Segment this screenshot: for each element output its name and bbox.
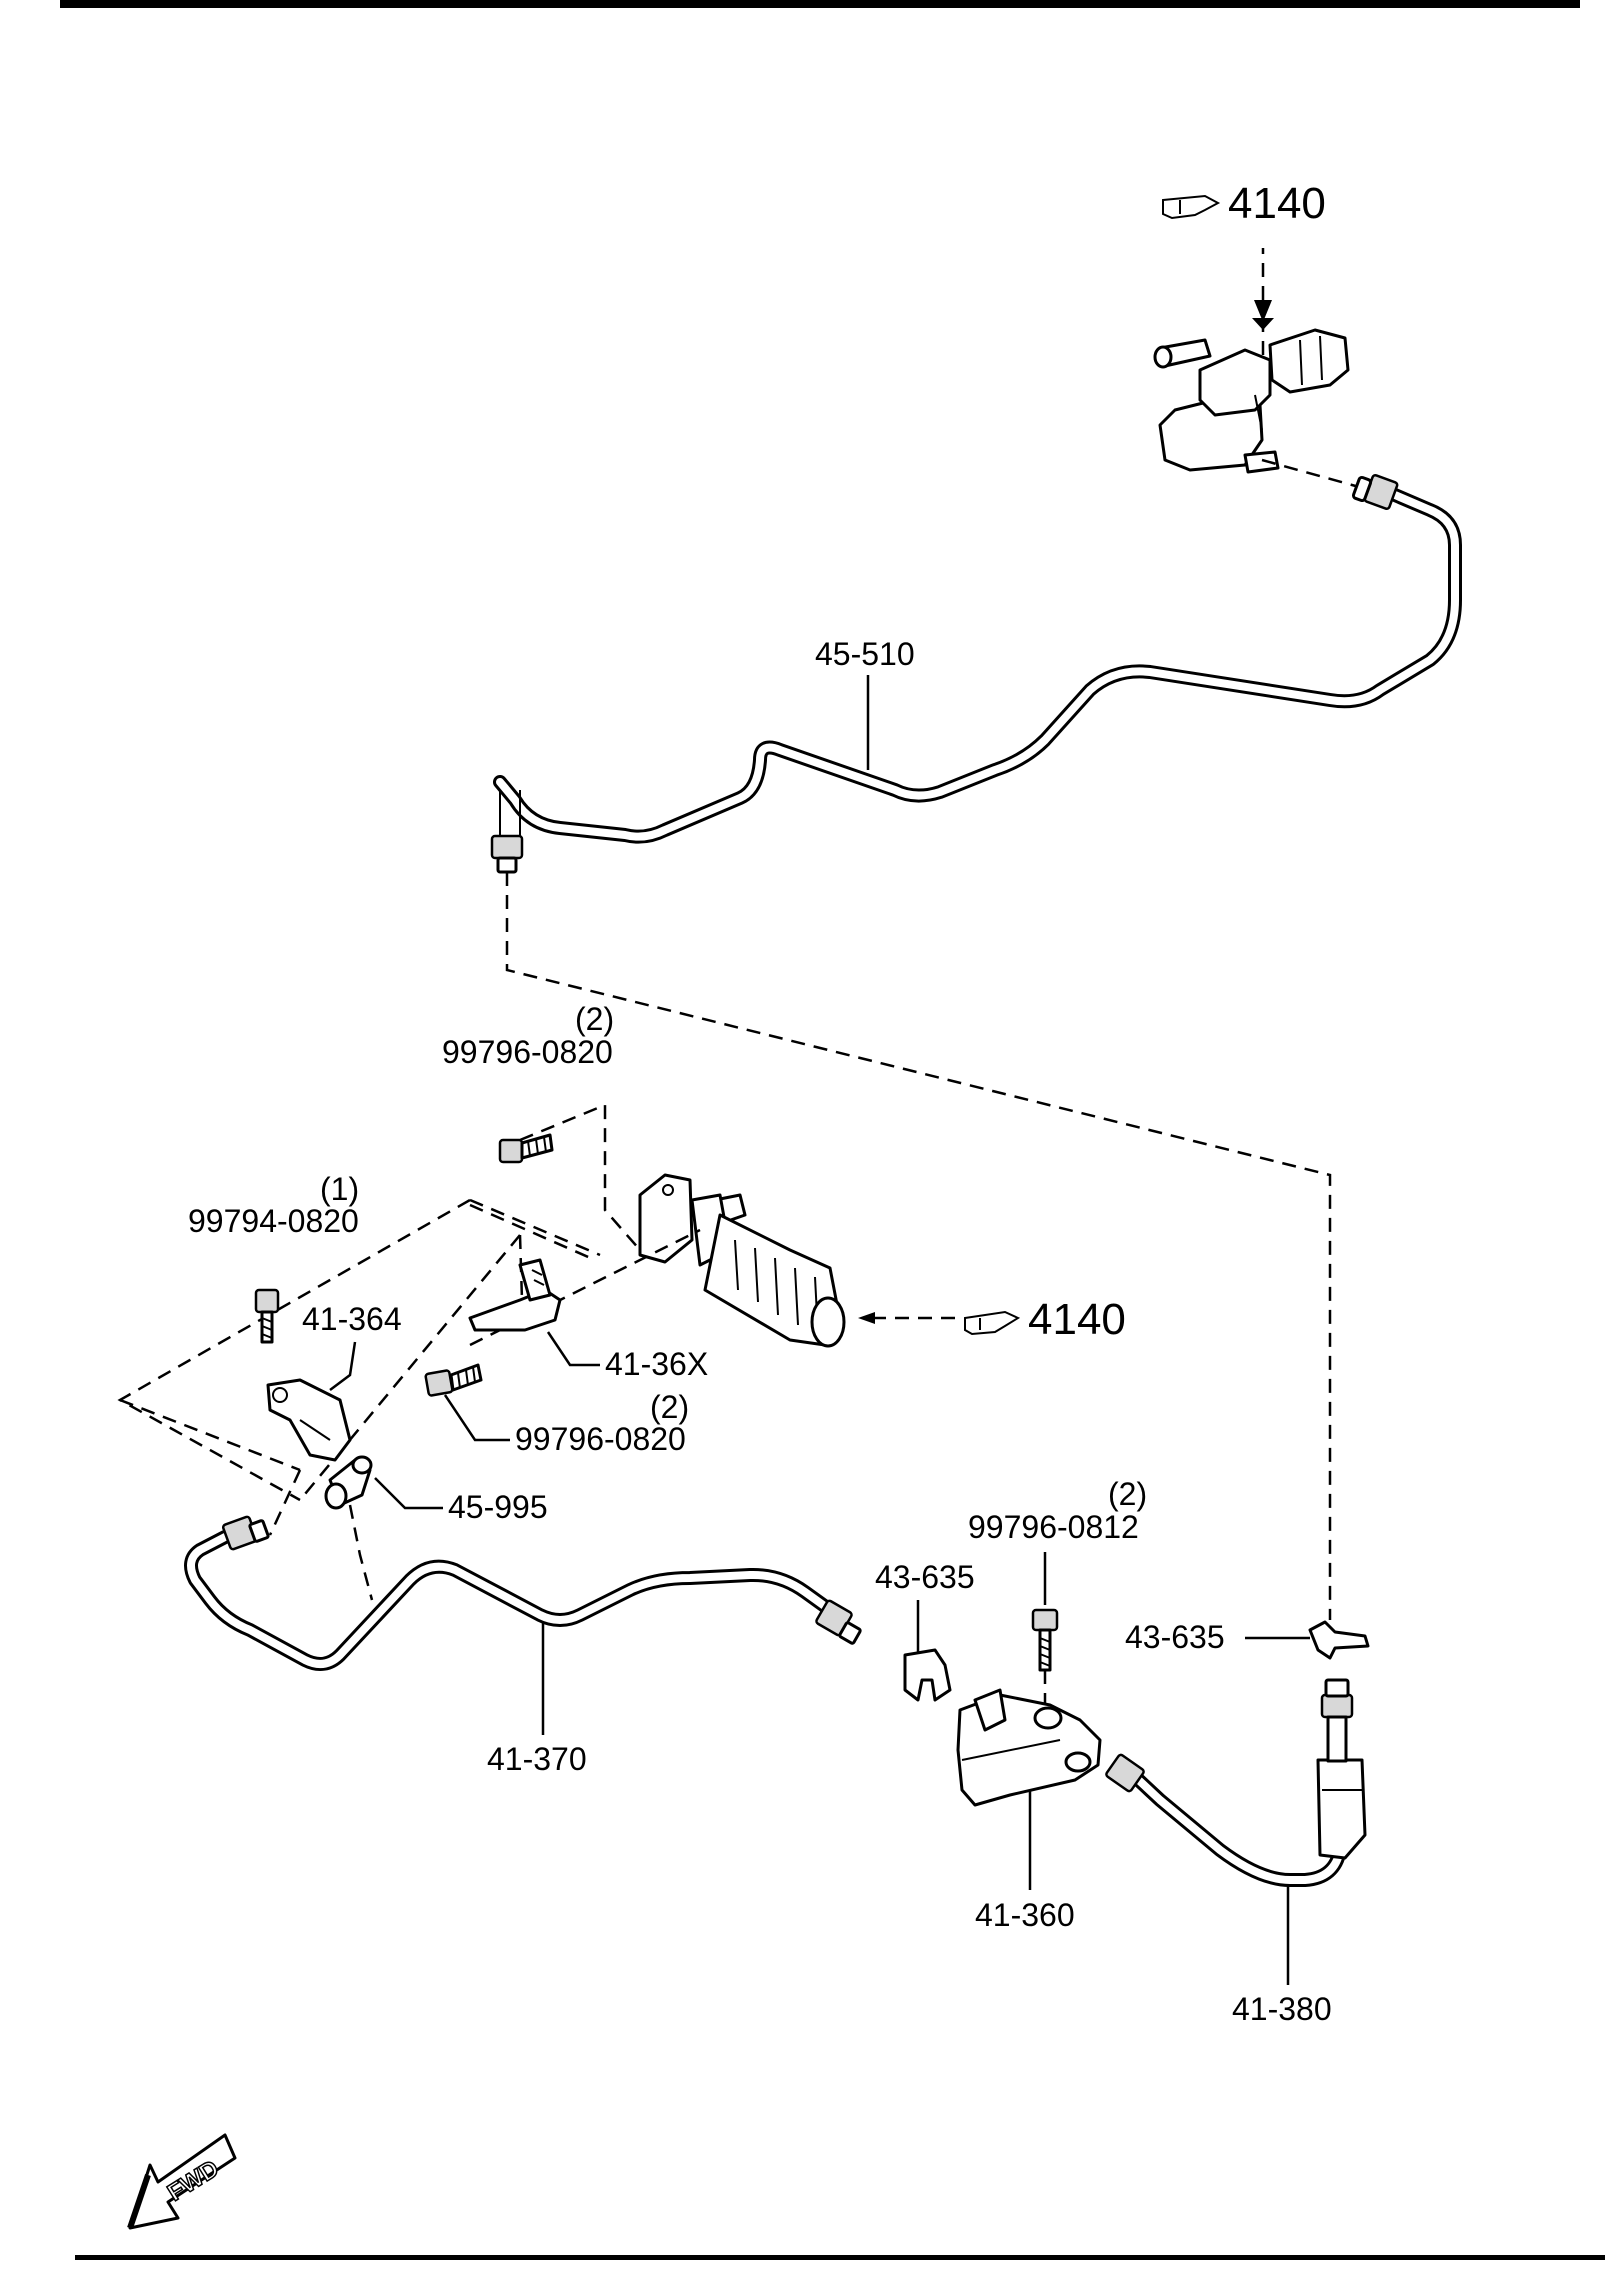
fitting-41-370-left — [221, 1515, 270, 1551]
label-41-36x: 41-36X — [605, 1346, 708, 1382]
label-99796-0812: 99796-0812 — [968, 1509, 1139, 1545]
label-41-370: 41-370 — [487, 1741, 587, 1777]
reference-4140-top: 4140 — [1162, 179, 1326, 228]
label-45-510: 45-510 — [815, 636, 915, 672]
label-43-635-right: 43-635 — [1125, 1619, 1225, 1655]
fitting-41-380-left — [1105, 1753, 1145, 1793]
label-99796-0820-lower: 99796-0820 — [515, 1421, 686, 1457]
clutch-release-cylinder — [638, 1173, 846, 1348]
clip-41-36x — [468, 1258, 562, 1332]
bracket-41-364 — [266, 1378, 352, 1462]
label-41-360: 41-360 — [975, 1897, 1075, 1933]
hose-41-380-rubber — [1316, 1758, 1367, 1860]
label-qty-99796-0812: (2) — [1108, 1476, 1147, 1512]
pointing-hand-icon-right — [964, 1310, 1021, 1336]
top-rule — [60, 0, 1580, 8]
label-99794-0820: 99794-0820 — [188, 1203, 359, 1239]
label-qty-99796-0820-upper: (2) — [575, 1001, 614, 1037]
bolt-99796-0820-upper — [498, 1133, 554, 1164]
pipe-45-510 — [493, 488, 1462, 844]
clutch-master-cylinder — [1153, 328, 1350, 474]
bracket-41-360 — [956, 1688, 1102, 1807]
label-99796-0820-upper: 99796-0820 — [442, 1034, 613, 1070]
pointing-hand-icon — [1162, 194, 1221, 220]
bolt-99796-0812 — [1031, 1608, 1059, 1672]
bottom-rule — [75, 2255, 1605, 2260]
fitting-41-380-top — [1320, 1678, 1354, 1763]
label-41-364: 41-364 — [302, 1301, 402, 1337]
fitting-45-510-upper — [1351, 473, 1399, 511]
label-45-995: 45-995 — [448, 1489, 548, 1525]
fwd-arrow-icon: FWD — [127, 2133, 237, 2230]
reference-4140-text-right: 4140 — [1028, 1295, 1126, 1344]
clip-43-635-left — [903, 1648, 952, 1702]
label-41-380: 41-380 — [1232, 1991, 1332, 2027]
arrow-head-top — [1252, 318, 1274, 330]
bolt-99796-0820-lower — [424, 1363, 483, 1397]
reference-4140-right: 4140 — [964, 1295, 1126, 1344]
clip-43-635-right — [1308, 1620, 1370, 1660]
reference-4140-text-top: 4140 — [1228, 179, 1326, 228]
fitting-41-370-right — [815, 1599, 862, 1645]
label-qty-99794-0820: (1) — [320, 1171, 359, 1207]
bolt-99794-0820 — [254, 1288, 280, 1344]
label-qty-99796-0820-lower: (2) — [650, 1389, 689, 1425]
label-43-635-left: 43-635 — [875, 1559, 975, 1595]
union-45-995 — [324, 1455, 373, 1510]
